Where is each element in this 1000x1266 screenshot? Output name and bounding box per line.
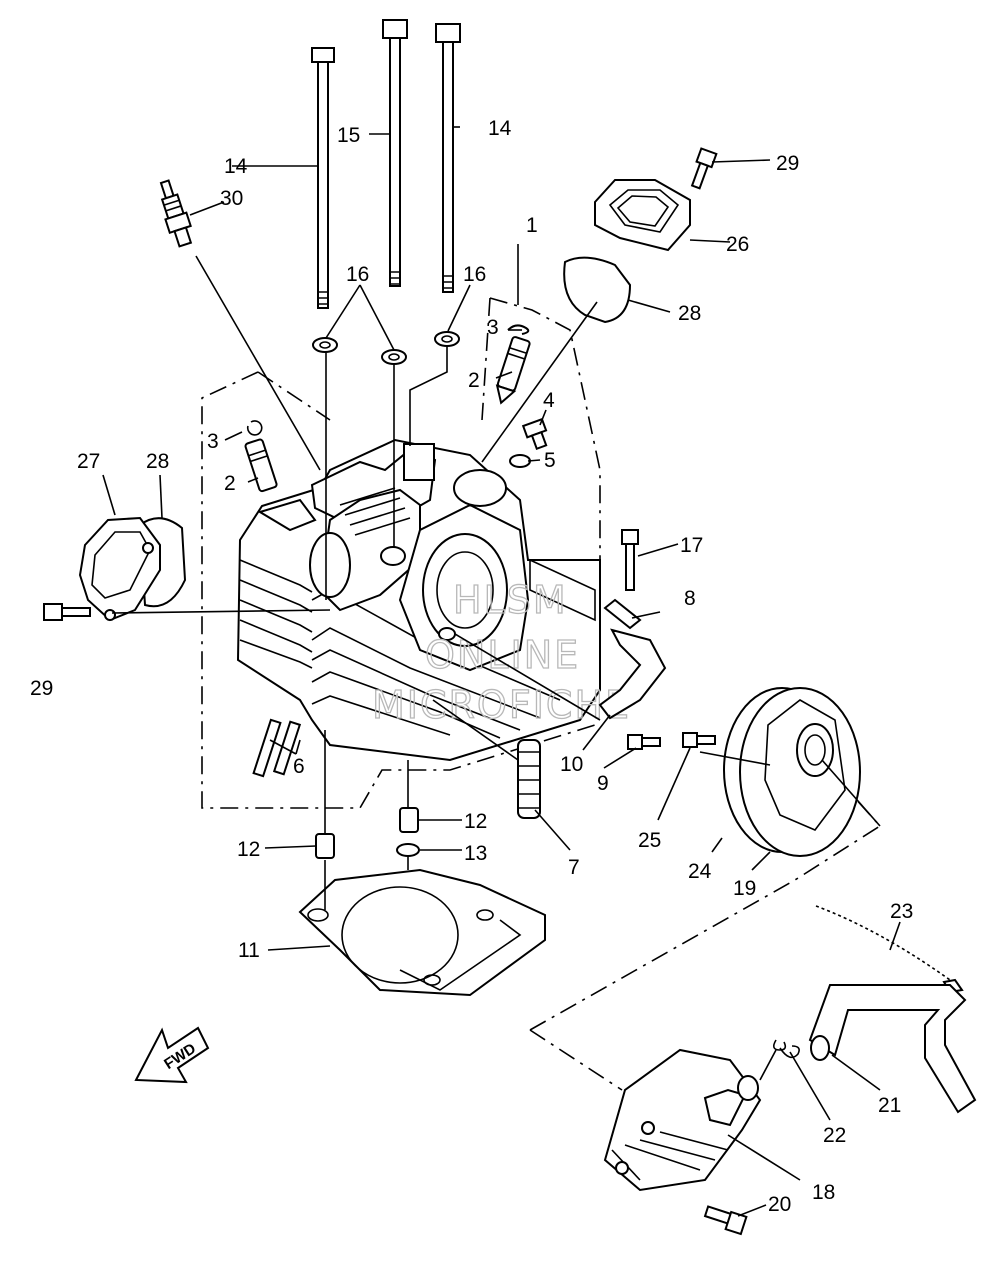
bolt-9 [627, 734, 661, 750]
watermark-line-1: HLSM [453, 578, 568, 622]
valve-guide-2-upper [495, 336, 531, 405]
plate-8 [603, 598, 642, 630]
label-9: 9 [597, 772, 609, 795]
valve-guide-2-lower [244, 438, 278, 493]
label-18: 18 [812, 1181, 835, 1204]
label-3-lower: 3 [207, 430, 219, 453]
label-22: 22 [823, 1124, 846, 1147]
label-2-upper: 2 [468, 369, 480, 392]
label-5: 5 [544, 449, 556, 472]
label-16-right: 16 [463, 263, 486, 286]
spark-plug-30 [159, 179, 193, 248]
label-29-upper: 29 [776, 152, 799, 175]
label-28-left: 28 [146, 450, 169, 473]
label-27: 27 [77, 450, 100, 473]
watermark: HLSM ONLINE MICROFICHE [371, 577, 631, 727]
label-29-left: 29 [30, 677, 53, 700]
label-23: 23 [890, 900, 913, 923]
screw-29-upper [690, 147, 718, 190]
label-21: 21 [878, 1094, 901, 1117]
label-26: 26 [726, 233, 749, 256]
label-12-left: 12 [237, 838, 260, 861]
label-7: 7 [568, 856, 580, 879]
bolt-25 [682, 732, 716, 748]
label-14-left: 14 [224, 155, 248, 178]
o-ring-13 [396, 843, 420, 857]
label-17: 17 [680, 534, 703, 557]
bolt-20 [703, 1205, 748, 1236]
stud-bolt-15-center [382, 19, 408, 287]
leader-lines [102, 126, 901, 1217]
label-14-right: 14 [488, 117, 512, 140]
label-2-lower: 2 [224, 472, 236, 495]
screw-29-left [43, 603, 91, 621]
label-19: 19 [733, 877, 756, 900]
hose-21-end [810, 1035, 830, 1061]
label-24: 24 [688, 860, 712, 883]
wire-23 [815, 905, 951, 981]
stud-bolt-14-right [435, 23, 461, 293]
cylinder-head-gasket-11 [298, 868, 546, 997]
label-3-upper: 3 [487, 316, 499, 339]
label-4: 4 [543, 389, 555, 412]
fwd-direction-arrow: FWD [134, 1026, 210, 1084]
bolt-17 [621, 529, 639, 591]
bolt-4 [521, 417, 548, 451]
gasket-10 [598, 628, 667, 720]
label-1: 1 [526, 214, 538, 237]
label-10: 10 [560, 753, 583, 776]
label-30: 30 [220, 187, 243, 210]
callout-labels: 1 2 2 3 3 4 5 6 7 8 9 10 11 12 12 13 14 … [30, 117, 913, 1216]
tappet-cover-19 [739, 687, 861, 857]
gasket-28-upper [563, 256, 632, 324]
label-8: 8 [684, 587, 696, 610]
intake-cover-27 [78, 516, 161, 622]
label-28-upper: 28 [678, 302, 701, 325]
label-6: 6 [293, 755, 305, 778]
washers-16 [312, 331, 460, 365]
watermark-line-2: ONLINE [425, 633, 580, 677]
dowel-12-center [399, 807, 419, 833]
stud-bolt-14-left [311, 47, 335, 309]
valve-spring-7 [517, 739, 541, 819]
label-12-right: 12 [464, 810, 487, 833]
label-16-left: 16 [346, 263, 369, 286]
side-cover-18 [603, 1048, 762, 1192]
label-11: 11 [238, 939, 260, 962]
hose-clip-22 [772, 1039, 800, 1059]
washer-5 [509, 454, 531, 468]
label-25: 25 [638, 829, 661, 852]
hose-21 [808, 984, 977, 1114]
circlip-3-lower [246, 420, 263, 436]
watermark-line-3: MICROFICHE [372, 683, 631, 727]
label-13: 13 [464, 842, 487, 865]
label-20: 20 [768, 1193, 791, 1216]
label-15: 15 [337, 124, 360, 147]
dowel-12-left [315, 833, 335, 859]
intake-manifold-26 [594, 179, 691, 252]
